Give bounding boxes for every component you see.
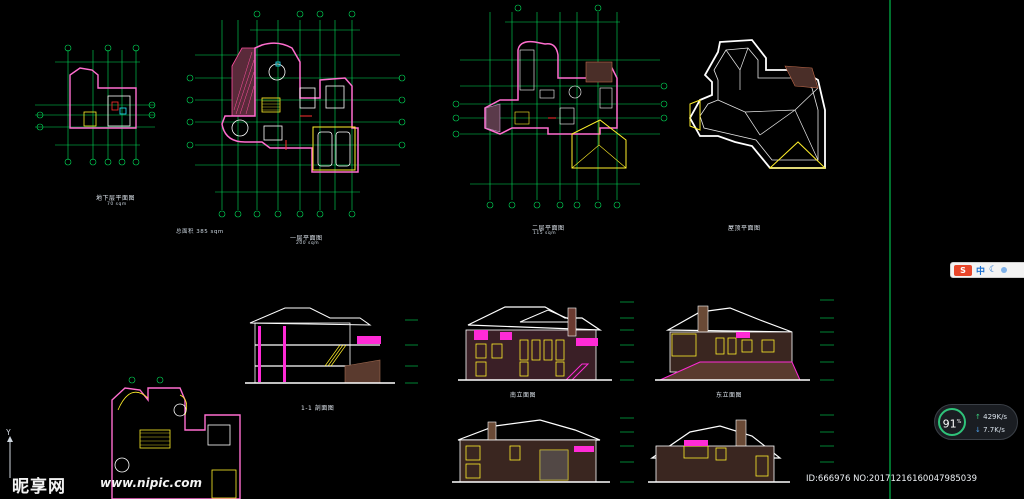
ime-toolbar[interactable]: S 中 ☾ (950, 262, 1024, 278)
sogou-logo-icon[interactable]: S (954, 264, 972, 276)
first-floor-plan-title: 一层平面图 (290, 235, 323, 242)
usage-percent-ring: 91% (938, 408, 966, 436)
download-speed: ↓ 7.7K/s (975, 426, 1005, 434)
total-area-label: 总面积 385 sqm (176, 229, 224, 235)
basement-plan[interactable] (35, 44, 156, 166)
roof-plan[interactable] (688, 39, 827, 169)
moon-icon[interactable]: ☾ (989, 265, 998, 275)
partial-plan-bottom-left[interactable] (111, 376, 241, 499)
second-floor-plan-title: 二层平面图 (532, 225, 565, 232)
dot-icon[interactable] (1001, 267, 1008, 273)
east-elevation[interactable] (655, 299, 834, 381)
ucs-axis-label: Y (6, 428, 11, 437)
first-floor-plan-area: 200 sqm (296, 241, 320, 246)
network-speed-widget[interactable]: 91% ↑ 429K/s ↓ 7.7K/s (934, 404, 1018, 440)
input-mode-toggle[interactable]: 中 (976, 266, 986, 277)
east-elevation-title: 东立面图 (716, 392, 743, 399)
west-elevation[interactable] (648, 414, 834, 483)
download-arrow-icon: ↓ (975, 426, 981, 434)
usage-percent: 91 (942, 417, 957, 431)
watermark-logo: 昵享网 (12, 477, 66, 497)
south-elevation-title: 南立面图 (510, 392, 537, 399)
south-elevation[interactable] (458, 301, 634, 381)
upload-value: 429 (983, 413, 997, 421)
watermark-url: www.nipic.com (100, 476, 202, 490)
basement-plan-area: 70 sqm (107, 202, 127, 207)
second-floor-plan[interactable] (452, 4, 668, 209)
watermark-id-text: ID:666976 NO:20171216160047985039 (806, 474, 977, 484)
roof-plan-title: 屋顶平面图 (728, 225, 761, 232)
section-title: 1-1 剖面图 (301, 405, 335, 412)
upload-unit: K/s (996, 413, 1008, 421)
basement-plan-title: 地下层平面图 (96, 195, 136, 202)
second-floor-plan-area: 115 sqm (533, 231, 557, 236)
ucs-axis-icon (7, 436, 13, 478)
download-unit: K/s (994, 426, 1005, 434)
upload-speed: ↑ 429K/s (975, 413, 1007, 421)
usage-percent-unit: % (956, 419, 962, 425)
upload-arrow-icon: ↑ (975, 413, 981, 421)
download-value: 7.7 (983, 426, 995, 434)
north-elevation[interactable] (452, 417, 634, 483)
section-1-1[interactable] (245, 307, 418, 384)
first-floor-plan[interactable] (186, 10, 406, 218)
